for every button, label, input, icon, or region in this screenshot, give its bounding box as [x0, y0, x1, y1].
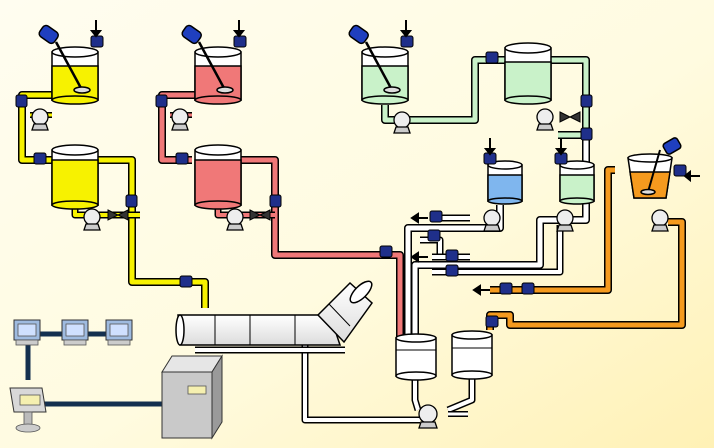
- valve: [179, 275, 193, 288]
- pump-orange: [651, 209, 669, 232]
- valve: [521, 282, 535, 295]
- valve: [400, 35, 414, 48]
- flow-arrows: [89, 20, 700, 296]
- arrow-left-icon: [410, 212, 428, 224]
- pump-outlet: [418, 404, 438, 429]
- pump-blue: [483, 209, 501, 232]
- valve: [429, 210, 443, 223]
- check-valves: [107, 111, 581, 221]
- storage-tank-yellow: [51, 144, 99, 210]
- terminal-icon: [9, 387, 47, 433]
- computer-icon: [105, 319, 133, 346]
- pump-red-upper: [171, 108, 189, 131]
- valve: [580, 127, 593, 141]
- pump-red-lower: [226, 208, 244, 231]
- valve: [90, 35, 104, 48]
- valve: [379, 245, 393, 258]
- arrow-down-icon: [89, 20, 103, 38]
- valve: [485, 315, 499, 328]
- valve: [155, 94, 168, 108]
- receiving-tank-right: [451, 330, 493, 380]
- valve: [445, 264, 459, 277]
- storage-tank-green: [504, 42, 552, 105]
- arrow-down-icon: [232, 20, 246, 38]
- valve: [269, 194, 282, 208]
- valve: [499, 282, 513, 295]
- storage-tank-red: [194, 144, 242, 210]
- arrow-left-icon: [410, 251, 428, 263]
- arrow-down-icon: [483, 138, 497, 156]
- mixing-tank-orange: [627, 137, 682, 199]
- pump-yellow-lower: [83, 208, 101, 231]
- pump-green-small: [556, 209, 574, 232]
- pump-yellow-upper: [31, 108, 49, 131]
- valve: [673, 164, 687, 177]
- valve: [125, 194, 138, 208]
- pipes: [18, 56, 686, 424]
- valve: [175, 152, 189, 165]
- mixing-tank-green: [348, 24, 409, 105]
- mixer-extruder: [175, 280, 373, 346]
- server-cabinet-icon: [161, 354, 223, 440]
- arrow-left-icon: [683, 169, 700, 183]
- arrow-down-icon: [554, 138, 568, 156]
- valve: [427, 229, 441, 242]
- pipe-orange: [486, 166, 686, 330]
- tanks: [38, 24, 682, 381]
- pump-green-upper: [393, 111, 411, 134]
- arrow-down-icon: [399, 20, 413, 38]
- control-network: [9, 319, 223, 440]
- valve: [15, 94, 28, 108]
- mixing-tank-red: [181, 24, 242, 105]
- valve: [485, 51, 499, 64]
- valve: [445, 249, 459, 262]
- small-tank-green: [559, 160, 595, 205]
- pump-green-lower: [536, 108, 554, 131]
- receiving-tank-left: [395, 333, 437, 381]
- pipe-outlet: [195, 345, 476, 424]
- computer-icon: [61, 319, 89, 346]
- mixing-tank-yellow: [38, 24, 99, 105]
- valve: [580, 94, 593, 108]
- arrow-left-icon: [472, 284, 490, 296]
- valves: [15, 35, 687, 328]
- small-tank-blue: [487, 160, 523, 205]
- computer-icon: [13, 319, 41, 346]
- pumps: [31, 108, 669, 429]
- valve: [33, 152, 47, 165]
- valve: [233, 35, 247, 48]
